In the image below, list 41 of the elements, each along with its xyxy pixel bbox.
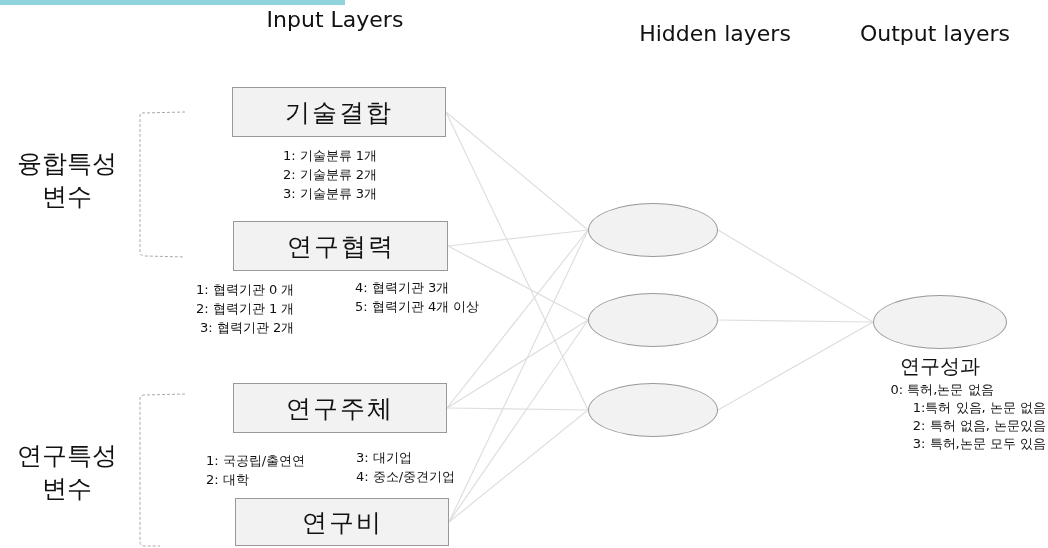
- category-note: 4: 협력기관 3개: [355, 280, 450, 296]
- layer-heading: Output layers: [858, 20, 1012, 48]
- category-note: 3: 대기업: [356, 450, 412, 466]
- category-note: 1:특허 있음, 논문 없음: [912, 400, 1046, 416]
- connection-line: [717, 321, 874, 411]
- category-note: 2: 기술분류 2개: [282, 167, 378, 183]
- input-box: [233, 221, 448, 271]
- connection-line: [445, 111, 589, 411]
- node-label: 기술결합: [285, 96, 393, 129]
- connection-line: [446, 407, 589, 411]
- category-note: 3: 특허,논문 모두 있음: [912, 436, 1046, 452]
- category-note: 2: 특허 없음, 논문있음: [912, 418, 1046, 434]
- category-note: 1: 국공립/출연연: [206, 453, 306, 469]
- layer-heading: Input Layers: [265, 6, 405, 34]
- category-note: 3: 협력기관 2개: [200, 320, 295, 336]
- input-box: [232, 87, 446, 137]
- input-box: [233, 383, 447, 433]
- group-label: 연구특성 변수: [16, 440, 118, 505]
- node-label: 연구비: [301, 506, 383, 539]
- output-label: 연구성과: [900, 354, 980, 378]
- group-label: 융합특성 변수: [16, 148, 118, 213]
- category-note: 4: 중소/중견기업: [356, 469, 456, 485]
- node-label: 연구주체: [286, 392, 394, 425]
- connection-line: [717, 229, 874, 323]
- category-note: 5: 협력기관 4개 이상: [355, 299, 480, 315]
- node-label: 연구협력: [286, 230, 395, 263]
- connection-line: [717, 319, 874, 323]
- category-note: 1: 협력기관 0 개: [196, 282, 295, 298]
- connection-line: [446, 319, 589, 409]
- input-box: [235, 498, 449, 546]
- connection-line: [446, 229, 589, 409]
- layer-heading: Hidden layers: [638, 20, 792, 48]
- category-note: 2: 협력기관 1 개: [196, 301, 295, 317]
- connection-line: [445, 111, 589, 231]
- category-note: 2: 대학: [206, 472, 249, 488]
- category-note: 3: 기술분류 3개: [282, 186, 378, 202]
- connection-line: [448, 409, 589, 523]
- category-note: 1: 기술분류 1개: [282, 148, 378, 164]
- connection-line: [447, 245, 589, 321]
- connection-line: [447, 229, 589, 247]
- category-note: 0: 특허,논문 없음: [890, 382, 994, 398]
